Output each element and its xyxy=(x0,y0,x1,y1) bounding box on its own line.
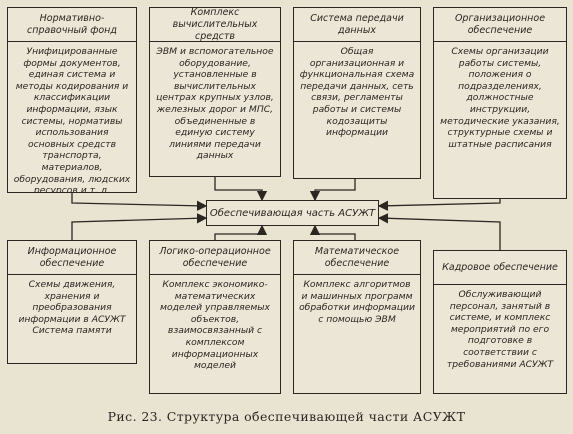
box-title: Система передачи данных xyxy=(294,8,420,42)
box-body: Обслуживающий персонал, занятый в систем… xyxy=(446,289,554,370)
box-reference-fund: Нормативно-справочный фонд Унифицированн… xyxy=(7,7,137,193)
box-title: Логико-операционное обеспечение xyxy=(150,241,280,275)
box-title: Комплекс вычислительных средств xyxy=(150,8,280,42)
connector-top-2 xyxy=(214,176,268,202)
box-body: ЭВМ и вспомогательное оборудование, уста… xyxy=(156,46,274,162)
connector-top-3 xyxy=(309,178,356,202)
box-title: Математическое обеспечение xyxy=(294,241,420,275)
box-body: Комплекс алгоритмов и машинных программ … xyxy=(299,279,415,325)
connector-top-4 xyxy=(377,198,501,211)
center-node: Обеспечивающая часть АСУЖТ xyxy=(206,200,379,226)
box-organizational-support: Организационное обеспечение Схемы органи… xyxy=(433,7,567,199)
connector-bottom-1 xyxy=(71,213,208,240)
box-data-transmission: Система передачи данных Общая организаци… xyxy=(293,7,421,179)
box-computing-means: Комплекс вычислительных средств ЭВМ и вс… xyxy=(149,7,281,177)
box-body: Схемы движения, хранения и преобразовани… xyxy=(18,279,126,337)
box-body: Общая организационная и функциональная с… xyxy=(299,46,415,139)
box-mathematical-support: Математическое обеспечение Комплекс алго… xyxy=(293,240,421,394)
connector-top-1 xyxy=(71,193,208,211)
box-title: Информационное обеспечение xyxy=(8,241,136,275)
box-body: Комплекс экономико-математических моделе… xyxy=(160,279,270,372)
box-title: Нормативно-справочный фонд xyxy=(8,8,136,42)
box-body: Унифицированные формы документов, единая… xyxy=(13,46,131,193)
connector-bottom-2 xyxy=(214,224,268,240)
box-personnel-support: Кадровое обеспечение Обслуживающий персо… xyxy=(433,250,567,394)
box-logic-operational-support: Логико-операционное обеспечение Комплекс… xyxy=(149,240,281,394)
connector-bottom-4 xyxy=(377,213,501,250)
box-title: Кадровое обеспечение xyxy=(434,251,566,285)
box-information-support: Информационное обеспечение Схемы движени… xyxy=(7,240,137,364)
figure-caption: Рис. 23. Структура обеспечивающей части … xyxy=(107,409,466,424)
box-title: Организационное обеспечение xyxy=(434,8,566,42)
connector-bottom-3 xyxy=(309,224,356,240)
box-body: Схемы организации работы системы, положе… xyxy=(440,46,560,150)
